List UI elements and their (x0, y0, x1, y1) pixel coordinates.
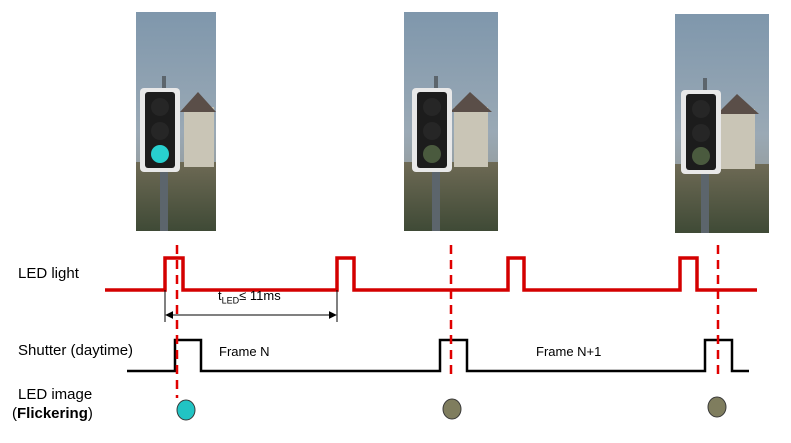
flickering-paren-open: ( (12, 405, 17, 422)
t-led-value: ≤ 11ms (239, 288, 281, 303)
t-led-subscript: LED (221, 295, 240, 306)
led-light-label: LED light (18, 265, 79, 282)
traffic-light-photo-1 (136, 12, 216, 231)
frame-n1-label: Frame N+1 (536, 344, 602, 359)
led-image-label: LED image (18, 386, 93, 403)
flickering-paren-close: ) (87, 405, 93, 422)
photo-3-green-lamp (692, 147, 710, 165)
flickering-label: (Flickering) (12, 405, 93, 422)
photo-2-green-lamp (423, 145, 441, 163)
flickering-word: Flickering (17, 405, 88, 422)
led-image-dot-2 (442, 398, 462, 420)
t-led-label: tLED≤ 11ms (218, 288, 281, 306)
led-image-dot-1 (176, 399, 196, 421)
t-led-t: t (218, 288, 222, 303)
traffic-light-photo-3 (675, 14, 769, 233)
led-light-signal (105, 256, 757, 292)
photo-1-green-lamp (151, 145, 169, 163)
shutter-signal (127, 338, 749, 373)
traffic-light-photo-2 (404, 12, 498, 231)
shutter-label: Shutter (daytime) (18, 342, 134, 359)
led-image-dot-3 (707, 396, 727, 418)
frame-n-label: Frame N (219, 344, 270, 359)
